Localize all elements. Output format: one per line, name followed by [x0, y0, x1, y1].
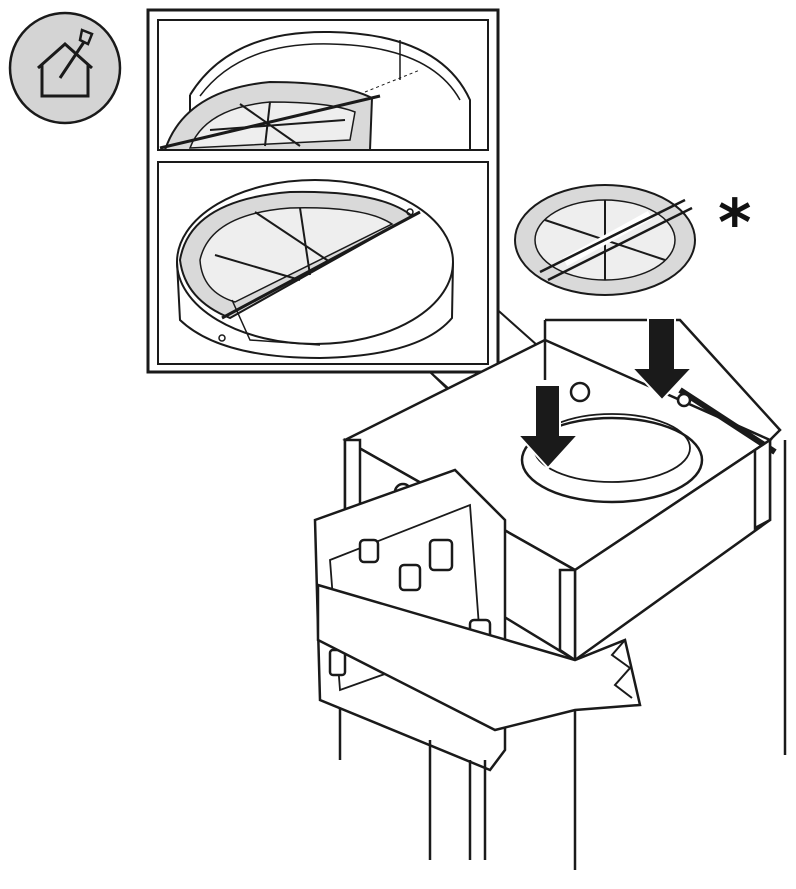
detail-panel-bottom — [157, 161, 489, 365]
packaging-band — [316, 583, 642, 732]
insert-arrow-left — [515, 384, 581, 470]
spare-filter-marker: * — [718, 187, 752, 261]
spare-filter — [514, 184, 696, 296]
house-with-screwdriver-icon — [8, 11, 122, 125]
insert-arrow-right — [629, 317, 695, 402]
